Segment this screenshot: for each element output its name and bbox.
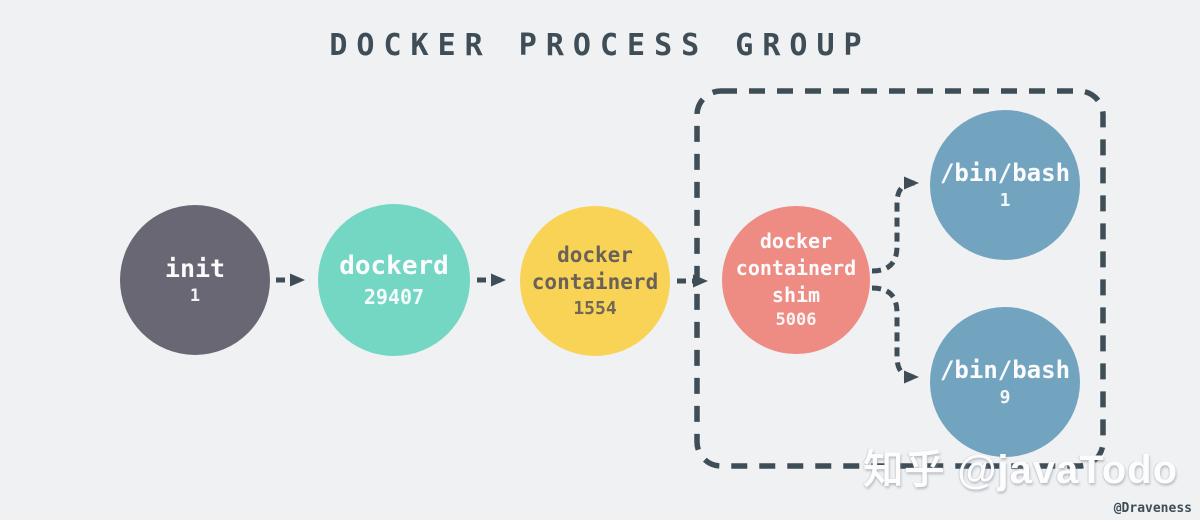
process-node-init: init 1 [120,205,270,355]
process-pid: 9 [999,386,1011,408]
process-label-line: containerd [735,256,857,281]
process-pid: 1 [189,286,201,307]
process-pid: 1554 [573,297,617,319]
process-node-bin-bash-1: /bin/bash 1 [930,110,1080,260]
process-label-line: docker [557,243,633,267]
edge-shim-bash1 [871,176,919,274]
process-label-line: docker [759,229,833,254]
process-label: dockerd [339,251,449,282]
process-label: /bin/bash [939,355,1071,384]
process-label-line: shim [771,283,821,308]
edge-shim-bash9 [871,285,919,384]
watermark-zhihu-javatodo: 知乎 @javaTodo [863,448,1178,492]
process-pid: 29407 [363,284,425,309]
process-pid: 5006 [775,310,817,331]
process-node-dockerd: dockerd 29407 [318,204,470,356]
process-label-line: containerd [531,270,659,295]
process-pid: 1 [999,189,1011,211]
process-label: init [164,253,226,283]
credit-draveness: @Draveness [1113,501,1192,516]
process-label: /bin/bash [939,158,1071,187]
process-node-docker-containerd-shim: docker containerd shim 5006 [722,206,870,354]
process-node-bin-bash-9: /bin/bash 9 [930,307,1080,457]
diagram-title: DOCKER PROCESS GROUP [329,28,871,63]
process-node-docker-containerd: docker containerd 1554 [520,206,670,356]
